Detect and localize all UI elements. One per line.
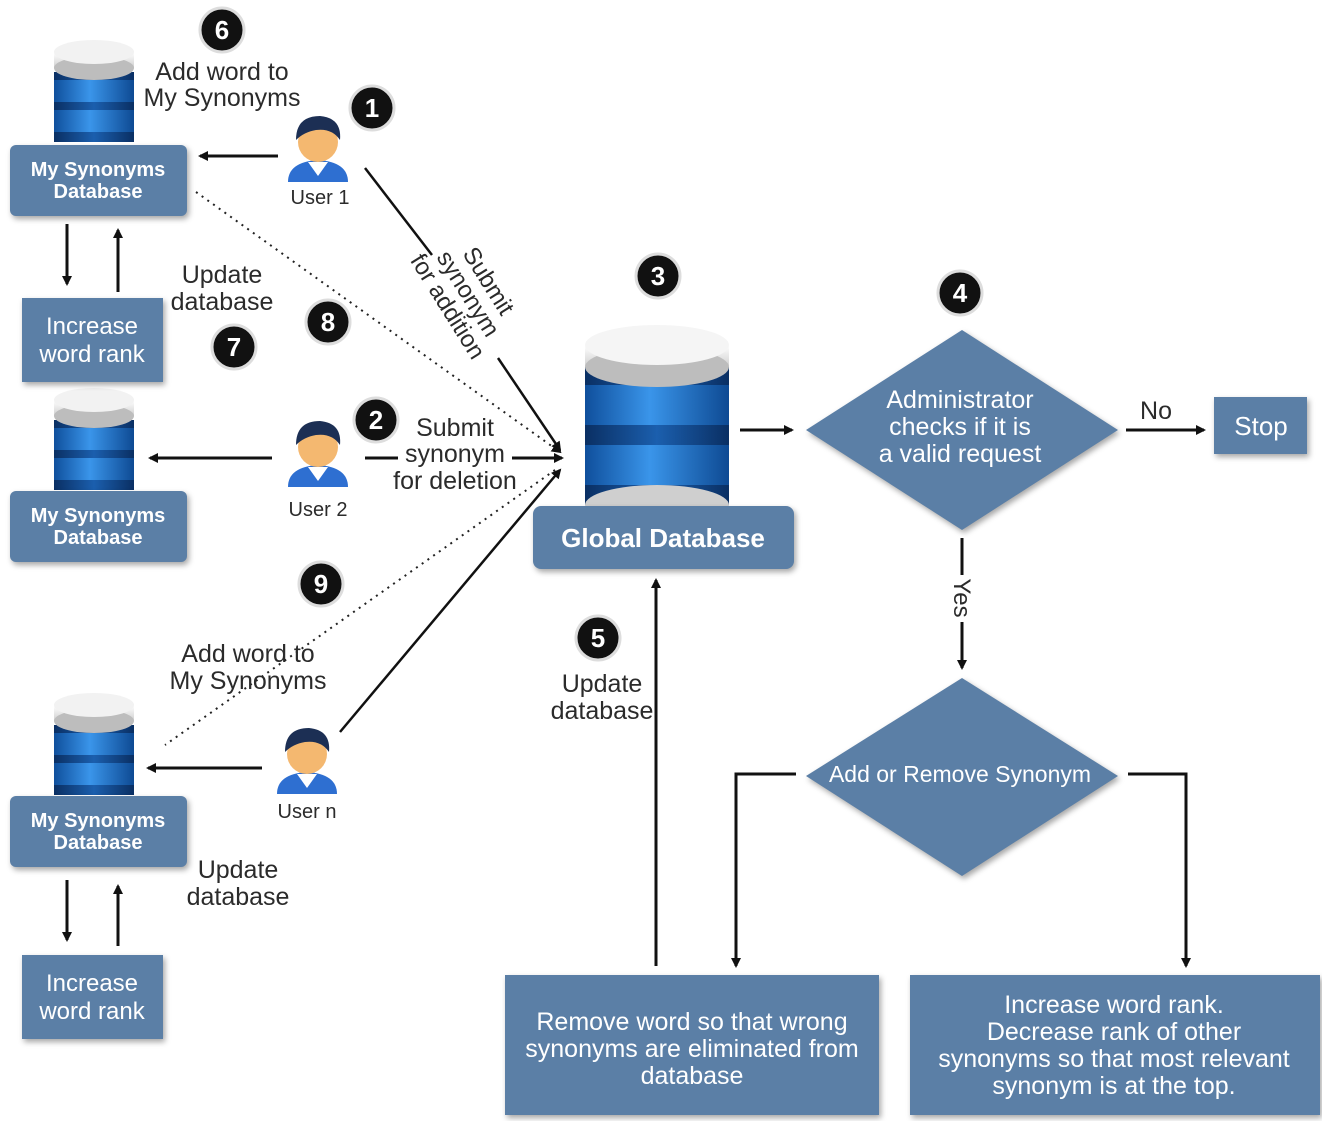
svg-text:Stop: Stop [1234, 411, 1288, 441]
arrow-to-increase-box [1128, 772, 1191, 968]
svg-text:Update: Update [198, 856, 279, 884]
user-icon [288, 421, 348, 487]
label-update-db-left-bottom: Update database [187, 856, 290, 911]
my-synonyms-db-box-b: My Synonyms Database [10, 491, 187, 562]
my-synonyms-db-box-c: My Synonyms Database [10, 796, 187, 867]
my-db-b-line2: Database [54, 527, 143, 549]
svg-text:9: 9 [314, 569, 328, 599]
svg-text:database: database [641, 1062, 744, 1090]
svg-text:Global Database: Global Database [561, 523, 765, 553]
my-db-a-line1: My Synonyms [31, 159, 165, 181]
svg-text:Decrease rank of other: Decrease rank of other [987, 1018, 1241, 1046]
svg-text:Administrator: Administrator [886, 386, 1033, 414]
svg-text:Add or Remove Synonym: Add or Remove Synonym [829, 761, 1091, 787]
arrow-user1-to-global [364, 167, 433, 256]
svg-text:My Synonyms: My Synonyms [170, 667, 327, 695]
stop-box: Stop [1214, 397, 1307, 454]
step-badge-9: 9 [297, 560, 345, 608]
rank-a-line1: Increase [46, 313, 138, 340]
svg-text:Add word to: Add word to [181, 640, 314, 668]
step-badge-1: 1 [348, 84, 396, 132]
my-synonyms-db-box-a: My Synonyms Database [10, 145, 187, 216]
user-icon [288, 116, 348, 182]
my-db-a-line2: Database [54, 181, 143, 203]
rank-a-line2: word rank [38, 341, 145, 368]
svg-text:synonym: synonym [405, 440, 505, 468]
svg-text:7: 7 [227, 332, 241, 362]
label-submit-deletion: Submit synonym for deletion [393, 414, 517, 495]
svg-text:Add word to: Add word to [155, 58, 288, 86]
svg-text:Increase word rank.: Increase word rank. [1004, 991, 1224, 1019]
admin-check-diamond: Administrator checks if it is a valid re… [806, 330, 1118, 530]
label-yes: Yes [948, 578, 975, 617]
rank-b-line2: word rank [38, 998, 145, 1025]
user-1-label: User 1 [291, 187, 350, 209]
increase-word-rank-box-b: Increase word rank [22, 955, 163, 1039]
label-add-word-bottom: Add word to My Synonyms [170, 640, 327, 695]
increase-word-rank-box-a: Increase word rank [22, 298, 163, 382]
database-icon [54, 40, 134, 142]
label-update-db-center: Update database [551, 670, 654, 725]
svg-text:database: database [171, 288, 274, 316]
svg-text:a valid request: a valid request [879, 440, 1042, 468]
user-2-label: User 2 [289, 499, 348, 521]
remove-word-box: Remove word so that wrong synonyms are e… [505, 975, 879, 1115]
svg-text:synonym is at the top.: synonym is at the top. [992, 1072, 1235, 1100]
rank-b-line1: Increase [46, 970, 138, 997]
svg-text:My Synonyms: My Synonyms [144, 84, 301, 112]
dotted-mydb-a-to-global [195, 191, 562, 454]
step-badge-4: 4 [936, 269, 984, 317]
svg-text:Update: Update [562, 670, 643, 698]
user-icon [277, 728, 337, 794]
svg-text:Submit: Submit [416, 414, 494, 442]
my-db-b-line1: My Synonyms [31, 505, 165, 527]
global-database-box: Global Database [533, 506, 794, 569]
step-badge-2: 2 [352, 396, 400, 444]
svg-text:2: 2 [369, 405, 383, 435]
arrow-user1-to-global-tip [496, 357, 562, 452]
database-icon [54, 693, 134, 795]
add-or-remove-diamond: Add or Remove Synonym [806, 678, 1118, 876]
step-badge-5: 5 [574, 614, 622, 662]
svg-text:Update: Update [182, 261, 263, 289]
label-add-word-top: Add word to My Synonyms [144, 58, 301, 112]
svg-text:database: database [551, 697, 654, 725]
step-badge-6: 6 [198, 6, 246, 54]
step-badge-7: 7 [210, 323, 258, 371]
svg-text:3: 3 [651, 261, 665, 291]
my-db-c-line1: My Synonyms [31, 810, 165, 832]
svg-text:synonyms are eliminated from: synonyms are eliminated from [525, 1035, 858, 1063]
label-no: No [1140, 397, 1172, 425]
svg-text:synonyms so that most relevant: synonyms so that most relevant [938, 1045, 1290, 1073]
arrow-usern-to-global [339, 468, 562, 733]
increase-word-rank-main-box: Increase word rank. Decrease rank of oth… [910, 975, 1320, 1115]
svg-text:6: 6 [215, 15, 229, 45]
label-update-db-left-top: Update database [171, 261, 274, 316]
svg-text:checks if it is: checks if it is [889, 413, 1031, 441]
database-icon [585, 325, 729, 525]
step-badge-3: 3 [634, 252, 682, 300]
svg-text:1: 1 [365, 93, 379, 123]
dotted-global-to-mydb-c [164, 469, 556, 746]
svg-text:for deletion: for deletion [393, 467, 517, 495]
svg-text:Remove word so that wrong: Remove word so that wrong [536, 1008, 847, 1036]
svg-text:5: 5 [591, 623, 605, 653]
database-icon [54, 388, 134, 490]
step-badge-8: 8 [304, 298, 352, 346]
my-db-c-line2: Database [54, 832, 143, 854]
arrow-to-remove-box [731, 772, 796, 968]
svg-text:database: database [187, 883, 290, 911]
user-n-label: User n [278, 801, 337, 823]
svg-text:8: 8 [321, 307, 335, 337]
svg-text:4: 4 [953, 278, 968, 308]
